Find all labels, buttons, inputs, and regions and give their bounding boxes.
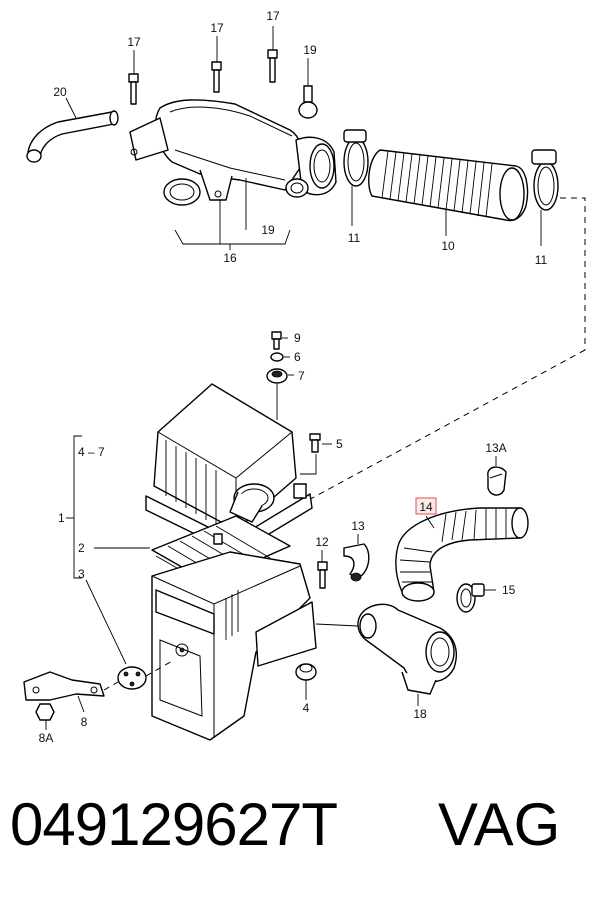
callout-11-b: 11 [535,253,548,267]
washer-part-6 [270,352,290,362]
screw-part-12 [317,550,328,589]
callout-19-b: 19 [261,223,275,237]
part-number: 049129627T [10,791,338,858]
callout-17-b: 17 [210,21,224,35]
nut-part-8A [35,703,55,730]
filter-cover-upper [145,383,313,555]
callout-13A: 13A [485,441,506,455]
callout-15: 15 [502,583,516,597]
callout-8: 8 [81,715,88,729]
clip-part-13A [487,456,507,496]
corrugated-hose-part-10 [368,149,529,236]
screw-part-5 [300,433,332,475]
intake-pipe-part-16 [129,99,337,250]
callout-4: 4 [303,701,310,715]
callout-8A: 8A [39,731,54,745]
valve-part-19 [298,58,318,119]
callout-1: 1 [58,511,65,525]
grommet-part-4 [295,663,317,700]
callout-5: 5 [336,437,343,451]
callout-17-c: 17 [266,9,280,23]
callout-17-a: 17 [127,35,141,49]
callout-16: 16 [223,251,237,265]
bolt-part-17-a [128,50,139,105]
routing-line-diagonal [267,349,586,523]
callout-6: 6 [294,350,301,364]
clamp-part-11-b [531,149,559,246]
intake-duct-part-18 [315,603,458,706]
rubber-mount-part-3 [85,579,175,691]
brand-name: VAG [438,791,561,858]
callout-3: 3 [78,567,85,581]
callout-2: 2 [78,541,85,555]
clamp-part-11-a [343,129,369,226]
callout-4-7: 4 – 7 [78,445,105,459]
callout-9: 9 [294,331,301,345]
exploded-parts-diagram: 20 17 17 17 19 16 19 11 10 11 9 6 7 5 4 … [23,9,586,745]
callout-14: 14 [419,500,433,514]
group-bracket-part-1 [66,435,150,579]
bolt-part-17-c [267,26,278,83]
grommet-part-7 [266,368,294,420]
callout-10: 10 [441,239,455,253]
callout-19-a: 19 [303,43,317,57]
filter-housing-lower-part-3 [151,551,317,741]
highlight-box-14 [415,497,437,515]
bracket-part-8 [23,671,105,713]
hose-part-14 [395,507,529,602]
clip-part-13 [343,534,370,582]
hose-part-20 [26,97,119,163]
callout-20: 20 [53,85,67,99]
bolt-part-17-b [211,36,222,93]
footer: 049129627T VAG [0,790,600,900]
callout-12: 12 [315,535,329,549]
callout-18: 18 [413,707,427,721]
clamp-part-15 [456,583,496,613]
screw-part-9 [271,331,288,350]
routing-line-top [560,197,586,350]
callout-13: 13 [351,519,365,533]
callout-7: 7 [298,369,305,383]
callout-11-a: 11 [348,231,361,245]
